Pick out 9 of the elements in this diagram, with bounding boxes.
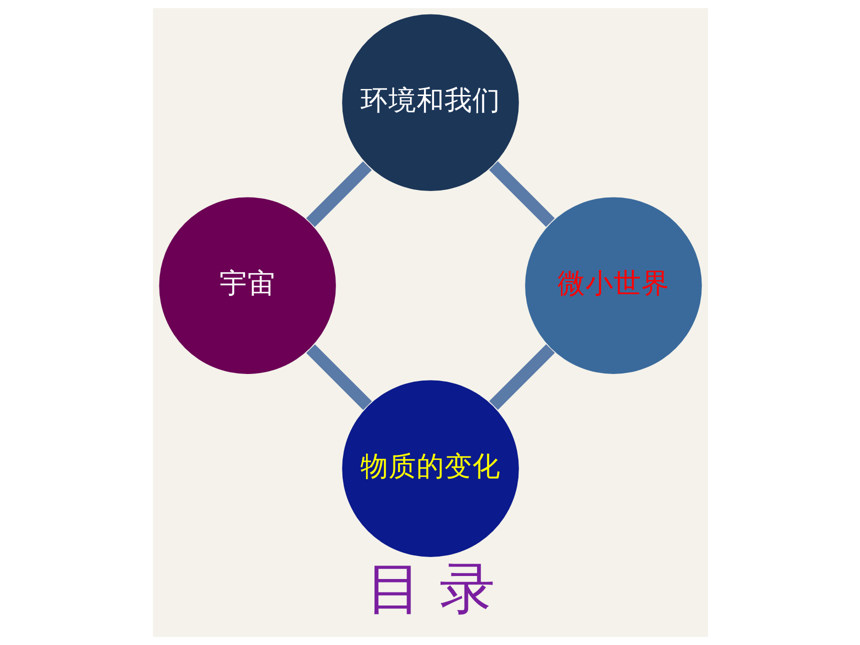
- node-circle: 环境和我们: [342, 14, 518, 191]
- connector: [488, 344, 554, 410]
- connector: [488, 161, 554, 227]
- node-circle: 物质的变化: [342, 380, 518, 557]
- node-circle: 宇宙: [158, 197, 336, 374]
- connector: [306, 161, 372, 227]
- node-circle: 微小世界: [524, 197, 702, 374]
- connector: [306, 344, 372, 410]
- diagram-title: 目 录: [366, 557, 494, 622]
